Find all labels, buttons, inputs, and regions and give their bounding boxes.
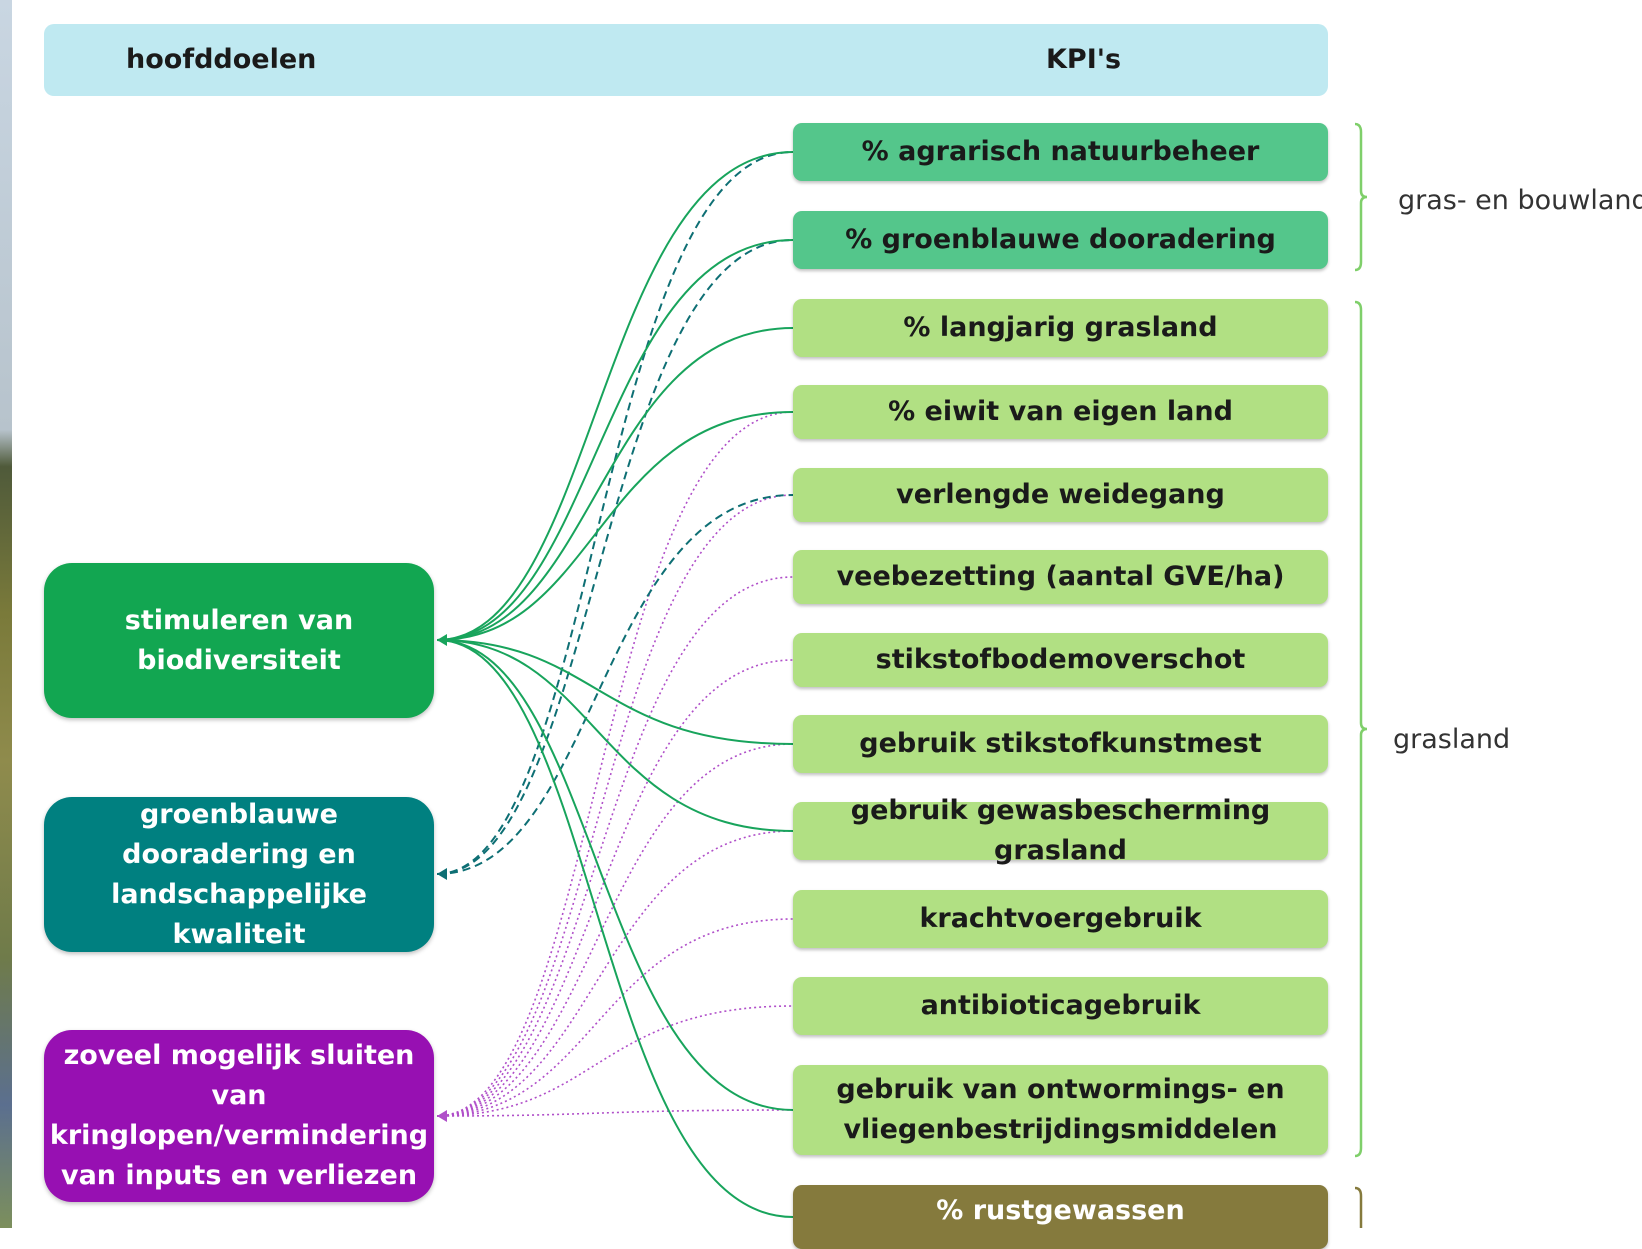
kpi-antibioticagebruik: antibioticagebruik (793, 977, 1328, 1035)
group-label-gras-bouwland: gras- en bouwland (1398, 185, 1642, 216)
kpi-label: gebruik gewasbescherming grasland (850, 795, 1271, 866)
link-cycles-5 (436, 576, 794, 1117)
kpi-label: veebezetting (aantal GVE/ha) (836, 561, 1285, 592)
kpi-stikstofbodemoverschot: stikstofbodemoverschot (793, 633, 1328, 687)
arrowhead-cycles (437, 1110, 447, 1122)
goal-kringlopen: zoveel mogelijk sluiten van kringlopen/v… (44, 1030, 434, 1202)
kpi-verlengde-weidegang: verlengde weidegang (793, 468, 1328, 522)
link-landscape-1 (436, 239, 794, 875)
link-biodiversity-1 (436, 239, 794, 641)
goal-label: stimuleren van biodiversiteit (124, 604, 354, 676)
arrowhead-landscape (437, 868, 447, 880)
link-biodiversity-11 (436, 639, 794, 1111)
kpi-label: % rustgewassen (936, 1195, 1185, 1226)
kpi-rustgewassen: % rustgewassen (793, 1185, 1328, 1249)
kpi-veebezetting: veebezetting (aantal GVE/ha) (793, 550, 1328, 604)
kpi-gebruik-stikstofkunstmest: gebruik stikstofkunstmest (793, 715, 1328, 773)
link-biodiversity-2 (436, 327, 794, 641)
kpi-eiwit-eigen-land: % eiwit van eigen land (793, 385, 1328, 439)
bracket-grasland (1354, 300, 1368, 1158)
link-cycles-8 (436, 830, 794, 1117)
link-cycles-3 (436, 411, 794, 1117)
kpi-langjarig-grasland: % langjarig grasland (793, 299, 1328, 357)
bracket-rustgewassen (1354, 1186, 1363, 1228)
kpi-label: krachtvoergebruik (919, 903, 1202, 934)
bracket-gras-bouwland (1354, 122, 1368, 272)
link-cycles-10 (436, 1005, 794, 1117)
kpi-label: gebruik van ontwormings- en vliegenbestr… (836, 1074, 1285, 1145)
goal-groenblauwe-dooradering: groenblauwe dooradering en landschappeli… (44, 797, 434, 952)
kpi-groenblauwe-dooradering: % groenblauwe dooradering (793, 211, 1328, 269)
kpi-label: % agrarisch natuurbeheer (861, 136, 1260, 167)
link-biodiversity-7 (436, 639, 794, 745)
kpi-label: % groenblauwe dooradering (845, 224, 1276, 255)
kpi-label: % langjarig grasland (903, 312, 1218, 343)
kpi-label: stikstofbodemoverschot (875, 644, 1246, 675)
link-biodiversity-8 (436, 639, 794, 832)
link-cycles-11 (436, 1109, 794, 1117)
link-cycles-7 (436, 743, 794, 1117)
header-hoofddoelen: hoofddoelen (126, 44, 317, 75)
column-header-bar: hoofddoelen KPI's (44, 24, 1328, 96)
link-landscape-0 (436, 151, 794, 875)
background-photo-strip (0, 0, 12, 1228)
kpi-label: gebruik stikstofkunstmest (859, 728, 1262, 759)
link-biodiversity-12 (436, 639, 794, 1218)
goal-label: groenblauwe dooradering en landschappeli… (111, 798, 367, 950)
link-landscape-4 (436, 494, 794, 875)
kpi-ontwormingsmiddelen: gebruik van ontwormings- en vliegenbestr… (793, 1065, 1328, 1155)
header-kpis: KPI's (1046, 44, 1122, 75)
goal-label: zoveel mogelijk sluiten van kringlopen/v… (49, 1040, 429, 1191)
link-cycles-9 (436, 918, 794, 1117)
goal-biodiversiteit: stimuleren van biodiversiteit (44, 563, 434, 718)
kpi-gebruik-gewasbescherming: gebruik gewasbescherming grasland (793, 795, 1328, 866)
link-biodiversity-3 (436, 411, 794, 641)
group-label-grasland: grasland (1393, 724, 1511, 755)
kpi-label: antibioticagebruik (920, 990, 1201, 1021)
kpi-label: verlengde weidegang (896, 479, 1225, 510)
kpi-agrarisch-natuurbeheer: % agrarisch natuurbeheer (793, 123, 1328, 181)
kpi-label: % eiwit van eigen land (888, 396, 1233, 427)
arrowhead-biodiversity (437, 634, 447, 646)
link-cycles-6 (436, 659, 794, 1117)
link-biodiversity-0 (436, 151, 794, 641)
kpi-krachtvoergebruik: krachtvoergebruik (793, 890, 1328, 948)
